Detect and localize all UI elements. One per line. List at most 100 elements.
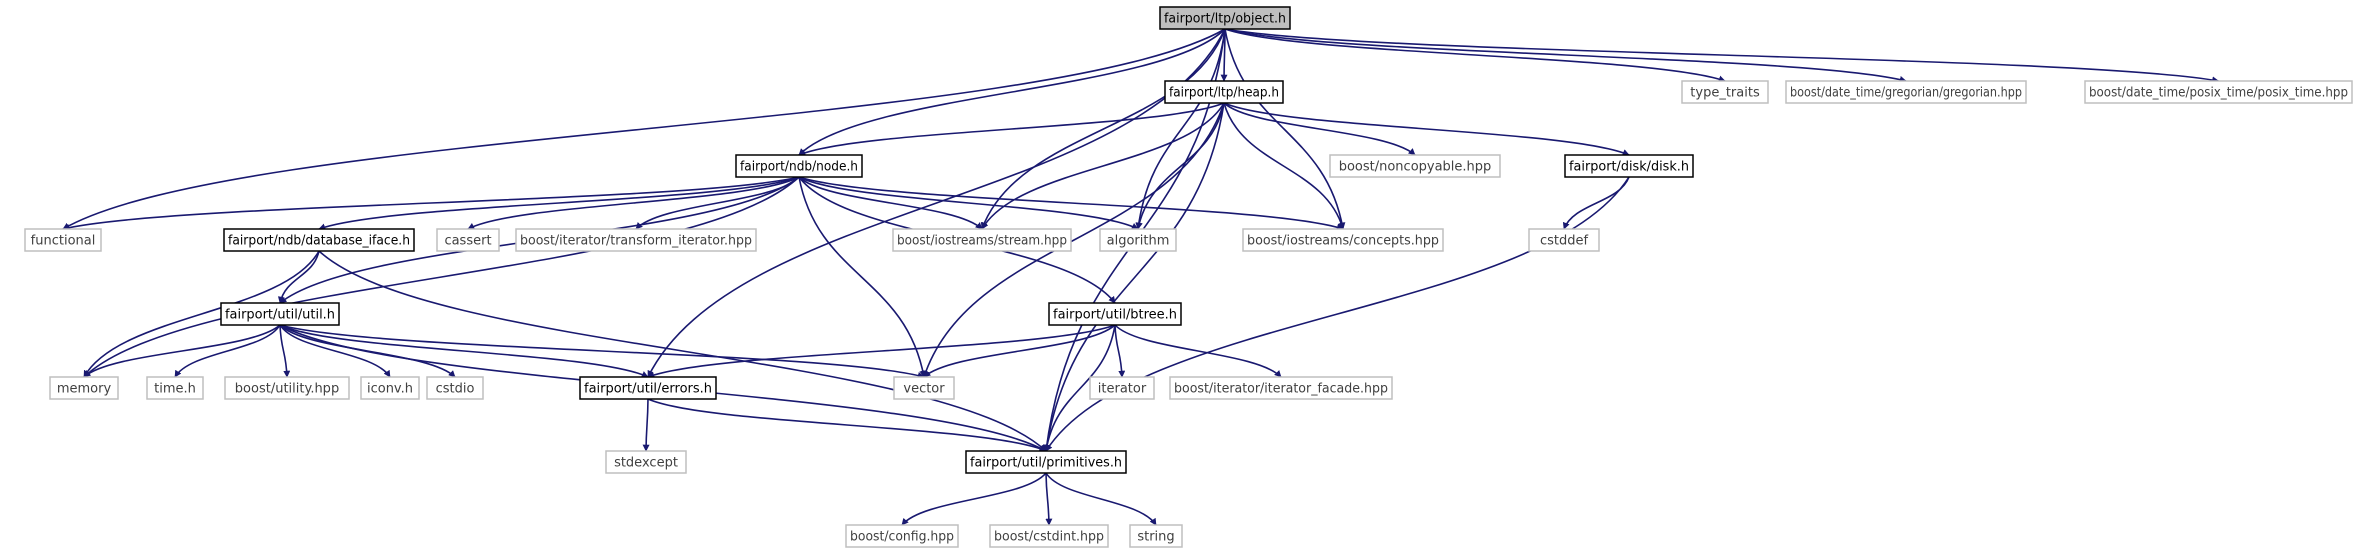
node-box xyxy=(1048,302,1182,326)
node-box xyxy=(893,376,955,400)
node-label: time.h xyxy=(154,382,196,397)
node-label: boost/noncopyable.hpp xyxy=(1339,160,1492,175)
node-label: boost/date_time/posix_time/posix_time.hp… xyxy=(2089,86,2348,101)
nodes-layer: fairport/ltp/object.h fairport/ltp/heap.h… xyxy=(24,6,2353,548)
node-box xyxy=(1329,154,1501,178)
node-label: fairport/ndb/node.h xyxy=(740,160,858,175)
include-edge-primitives_h-to-cstdint xyxy=(1045,472,1053,526)
node-box xyxy=(1164,80,1284,104)
node-box xyxy=(220,302,340,326)
include-edge-errors_h-to-stdexcept xyxy=(642,398,650,452)
node-box xyxy=(579,376,717,400)
node-label: string xyxy=(1137,530,1174,545)
node-label: boost/utility.hpp xyxy=(235,382,339,397)
include-edge-util_h-to-time_h xyxy=(174,324,281,378)
node-noncopyable: boost/noncopyable.hpp xyxy=(1329,154,1501,178)
node-box xyxy=(845,524,959,548)
include-edge-heap_h-to-algorithm xyxy=(1135,102,1225,230)
node-concepts: boost/iostreams/concepts.hpp xyxy=(1242,228,1444,252)
node-label: boost/iterator/iterator_facade.hpp xyxy=(1174,382,1388,397)
node-label: fairport/disk/disk.h xyxy=(1569,160,1689,175)
node-label: boost/date_time/gregorian/gregorian.hpp xyxy=(1790,86,2022,101)
node-label: fairport/ltp/object.h xyxy=(1164,12,1286,27)
node-box xyxy=(24,228,102,252)
node-box xyxy=(1129,524,1183,548)
include-edge-disk_h-to-cstddef xyxy=(1562,176,1630,230)
node-iterator: iterator xyxy=(1089,376,1155,400)
include-edge-database_iface-to-primitives_h xyxy=(318,250,1047,452)
node-box xyxy=(224,376,350,400)
include-edge-btree_h-to-iterator_facade xyxy=(1114,324,1282,378)
node-functional: functional xyxy=(24,228,102,252)
node-transform-iterator: boost/iterator/transform_iterator.hpp xyxy=(515,228,757,252)
node-time-h: time.h xyxy=(146,376,204,400)
include-edge-node_h-to-database_iface xyxy=(318,176,800,231)
node-box xyxy=(1159,6,1291,30)
node-utility: boost/utility.hpp xyxy=(224,376,350,400)
node-box xyxy=(1681,80,1769,104)
include-edge-heap_h-to-concepts xyxy=(1223,102,1345,230)
include-edge-util_h-to-iconv xyxy=(279,324,391,378)
node-database-iface[interactable]: fairport/ndb/database_iface.h xyxy=(223,228,415,252)
include-edge-object_h-to-type_traits xyxy=(1224,28,1726,83)
node-primitives-h[interactable]: fairport/util/primitives.h xyxy=(965,450,1127,474)
node-label: type_traits xyxy=(1690,86,1760,101)
node-iterator-facade: boost/iterator/iterator_facade.hpp xyxy=(1169,376,1393,400)
include-edge-primitives_h-to-config xyxy=(901,472,1047,526)
node-label: boost/cstdint.hpp xyxy=(994,530,1104,545)
include-edge-heap_h-to-vector xyxy=(922,102,1225,378)
node-box xyxy=(1099,228,1177,252)
include-edge-heap_h-to-noncopyable xyxy=(1223,102,1416,156)
node-box xyxy=(2084,80,2353,104)
node-disk-h[interactable]: fairport/disk/disk.h xyxy=(1564,154,1694,178)
node-errors-h[interactable]: fairport/util/errors.h xyxy=(579,376,717,400)
node-label: cassert xyxy=(444,234,491,249)
node-util-h[interactable]: fairport/util/util.h xyxy=(220,302,340,326)
include-edge-errors_h-to-primitives_h xyxy=(647,398,1047,452)
node-label: fairport/util/btree.h xyxy=(1053,308,1177,323)
node-cassert: cassert xyxy=(436,228,500,252)
include-edge-btree_h-to-errors_h xyxy=(647,324,1116,379)
include-edge-object_h-to-concepts xyxy=(1224,28,1346,230)
node-btree-h[interactable]: fairport/util/btree.h xyxy=(1048,302,1182,326)
node-label: cstdio xyxy=(436,382,475,397)
node-label: iterator xyxy=(1098,382,1147,397)
include-edge-object_h-to-gregorian xyxy=(1224,28,1907,83)
node-box xyxy=(989,524,1109,548)
node-box xyxy=(1242,228,1444,252)
include-edge-object_h-to-node_h xyxy=(798,28,1226,156)
include-edge-object_h-to-posix_time xyxy=(1224,28,2220,84)
include-edge-btree_h-to-iterator xyxy=(1114,324,1126,378)
node-heap-h[interactable]: fairport/ltp/heap.h xyxy=(1164,80,1284,104)
node-box xyxy=(146,376,204,400)
node-label: boost/iostreams/stream.hpp xyxy=(897,234,1067,249)
node-type-traits: type_traits xyxy=(1681,80,1769,104)
include-edge-primitives_h-to-string xyxy=(1045,472,1157,526)
include-edge-node_h-to-algorithm xyxy=(798,176,1139,230)
include-edge-heap_h-to-stream xyxy=(981,102,1225,230)
include-edge-util_h-to-errors_h xyxy=(279,324,649,378)
include-edge-heap_h-to-node_h xyxy=(798,102,1225,156)
node-box xyxy=(426,376,484,400)
node-algorithm: algorithm xyxy=(1099,228,1177,252)
node-gregorian: boost/date_time/gregorian/gregorian.hpp xyxy=(1785,80,2027,104)
node-vector: vector xyxy=(893,376,955,400)
node-box xyxy=(223,228,415,252)
node-box xyxy=(360,376,420,400)
edges-layer xyxy=(62,28,2220,526)
node-label: fairport/ndb/database_iface.h xyxy=(228,234,410,249)
node-string: string xyxy=(1129,524,1183,548)
node-config: boost/config.hpp xyxy=(845,524,959,548)
node-object-h[interactable]: fairport/ltp/object.h xyxy=(1159,6,1291,30)
node-box xyxy=(1169,376,1393,400)
include-edge-node_h-to-memory xyxy=(83,176,800,378)
node-box xyxy=(1089,376,1155,400)
include-edge-database_iface-to-util_h xyxy=(277,250,320,304)
node-label: cstddef xyxy=(1540,234,1589,249)
node-label: boost/config.hpp xyxy=(850,530,954,545)
node-node-h[interactable]: fairport/ndb/node.h xyxy=(735,154,863,178)
include-edge-node_h-to-concepts xyxy=(798,176,1344,231)
node-stdexcept: stdexcept xyxy=(605,450,687,474)
node-label: functional xyxy=(31,234,96,249)
